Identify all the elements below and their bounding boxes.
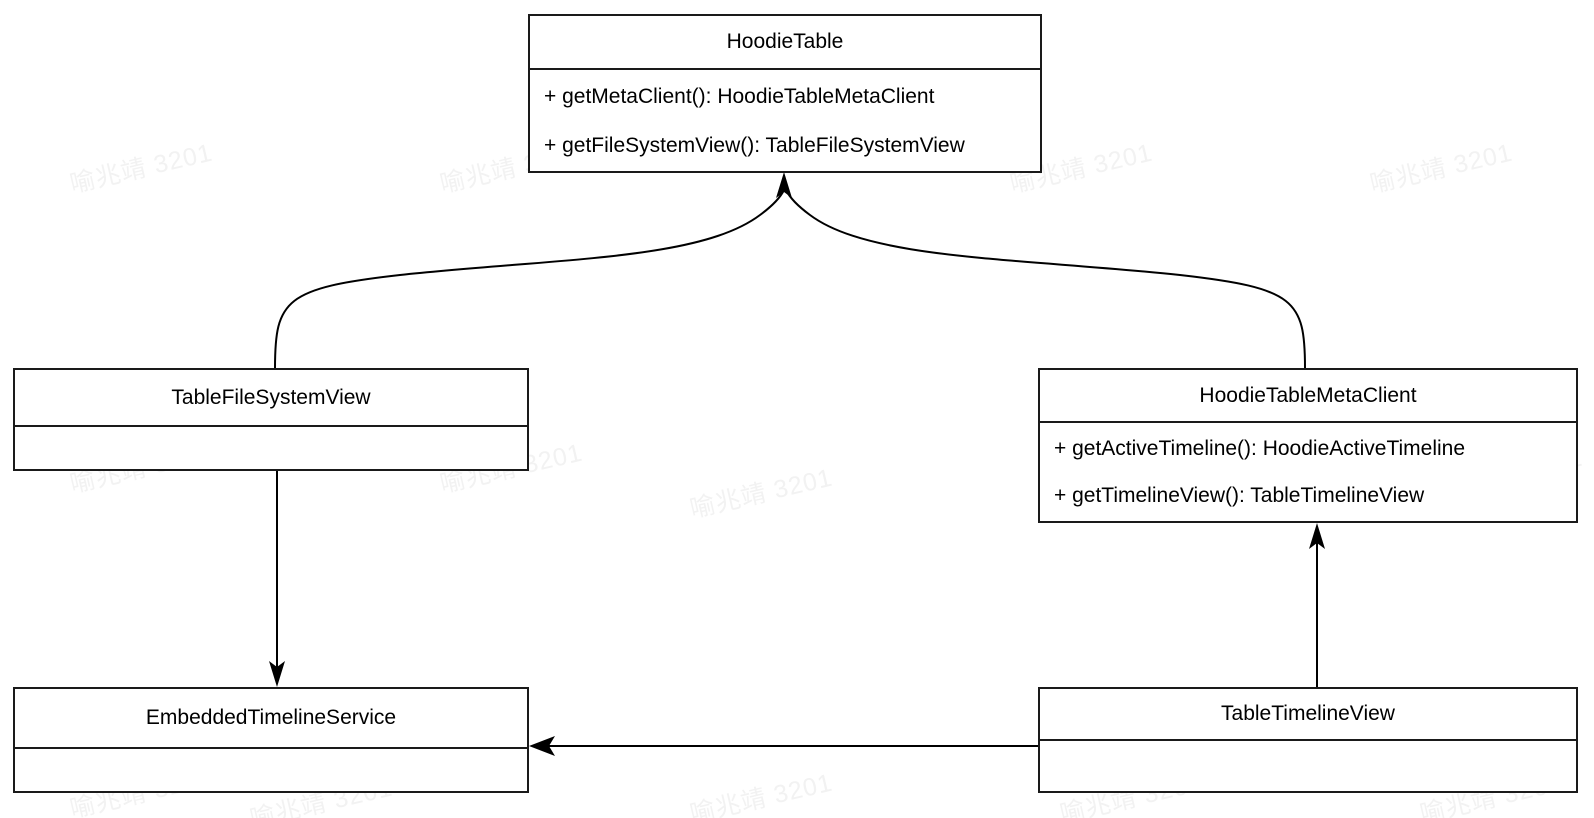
class-name-hoodietablemetaclient: HoodieTableMetaClient [1199,383,1417,407]
arrowhead-filled-triangle [1309,523,1325,549]
class-members-embeddedtimelineservice [15,747,527,791]
class-box-tablefilesystemview[interactable]: TableFileSystemView [13,368,529,471]
class-member: + getActiveTimeline(): HoodieActiveTimel… [1054,437,1466,460]
class-member: + getMetaClient(): HoodieTableMetaClient [544,84,935,108]
arrowhead-filled-triangle [776,172,792,198]
class-members-hoodie-table: + getMetaClient(): HoodieTableMetaClient… [530,68,1040,171]
edge-tabletimelineview-to-hoodietablemetaclient [1309,523,1325,687]
class-box-embeddedtimelineservice[interactable]: EmbeddedTimelineService [13,687,529,793]
class-member: + getFileSystemView(): TableFileSystemVi… [544,133,965,157]
watermark: 喻兆靖 3201 [67,138,216,199]
edge-hoodietablemetaclient-to-hoodietable [785,189,1306,369]
class-members-hoodietablemetaclient: + getActiveTimeline(): HoodieActiveTimel… [1040,421,1576,521]
arrowhead-open-arrow [529,736,555,756]
edge-tablefilesystemview-to-embeddedtimelineservice [269,471,285,687]
arrowhead-filled-triangle [269,661,285,687]
class-name-tabletimelineview: TableTimelineView [1221,702,1395,725]
class-member: + getTimelineView(): TableTimelineView [1054,484,1425,507]
class-box-hoodie-table[interactable]: HoodieTable + getMetaClient(): HoodieTab… [528,14,1042,173]
class-members-tablefilesystemview [15,425,527,469]
class-box-tabletimelineview[interactable]: TableTimelineView [1038,687,1578,793]
watermark: 喻兆靖 3201 [687,768,836,818]
class-box-hoodietablemetaclient[interactable]: HoodieTableMetaClient + getActiveTimelin… [1038,368,1578,523]
watermark: 喻兆靖 3201 [1367,138,1516,199]
class-members-tabletimelineview [1040,739,1576,791]
edge-tablefilesystemview-to-hoodietable [274,172,792,369]
class-name-embeddedtimelineservice: EmbeddedTimelineService [145,706,397,729]
watermark: 喻兆靖 3201 [687,463,836,524]
edge-tabletimelineview-to-embeddedtimelineservice [529,736,1038,756]
class-name-hoodie-table: HoodieTable [726,30,844,53]
class-name-tablefilesystemview: TableFileSystemView [171,385,371,409]
